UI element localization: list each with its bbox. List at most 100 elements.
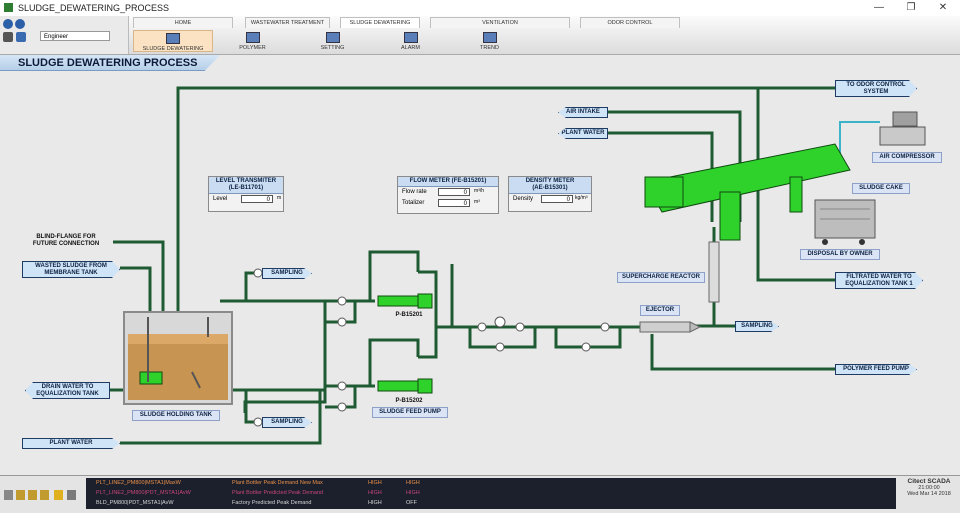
label-air-compressor: AIR COMPRESSOR [872,152,942,163]
pipe-sampling-bottom [244,390,260,424]
supercharge-reactor-vessel [708,241,720,303]
pipe-pump1-recirc [368,250,420,301]
alarm-list-icon[interactable] [40,490,49,500]
pipe-cross-2 [325,386,357,409]
tag-plant-water-bottom[interactable]: PLANT WATER [22,438,120,449]
alarm-state: HIGH [406,480,420,486]
density-meter-title: DENSITY METER (AE-B15301) [509,177,591,194]
pipe-pump1-discharge [418,270,452,329]
level-unit: m [277,195,282,201]
alarm-desc: Plant Bottler Peak Demand New Max [232,480,323,486]
user-icon[interactable] [16,32,26,42]
alarm-state: HIGH [406,490,420,496]
clock-panel: Citect SCADA 21:00:00 Wed Mar 14 2018 [900,478,958,509]
tag-plant-water-top[interactable]: PLANT WATER [558,128,608,139]
sludge-dewatering-icon [166,33,180,44]
pipe-pump2-recirc [368,338,420,386]
density-meter-panel: DENSITY METER (AE-B15301) Density 0 kg/m… [508,176,592,212]
tag-wasted-sludge[interactable]: WASTED SLUDGE FROM MEMBRANE TANK [22,261,120,278]
alarm-icon [403,32,418,43]
pipe-outlet-upper [220,299,327,413]
alarm-list: PLT_LINE2_PM800|MSTA1|MaxW Plant Bottler… [86,478,896,509]
tag-filtrated-water[interactable]: FILTRATED WATER TO EQUALIZATION TANK 1 [835,272,923,289]
user-select[interactable]: Engineer [40,31,110,41]
subtab-polymer[interactable]: POLYMER [225,30,280,52]
level-transmitter-title: LEVEL TRANSMITER (LE-B11701) [209,177,283,194]
subtab-trend[interactable]: TREND [462,30,517,52]
pipe-wasted-sludge [120,266,152,317]
alarm-silence-icon[interactable] [28,490,37,500]
restore-button[interactable]: ❐ [906,2,916,13]
tag-sampling-right[interactable]: SAMPLING [735,321,779,332]
warning-icon[interactable] [54,490,63,500]
pipe-blind-flange [113,240,165,317]
toolbar: Engineer HOME WASTEWATER TREATMENT SLUDG… [0,16,960,55]
label-sludge-feed-pump: SLUDGE FEED PUMP [372,407,448,418]
alarm-row[interactable]: PLT_LINE2_PM800|MSTA1|MaxW Plant Bottler… [92,479,872,488]
subtab-label: TREND [480,45,499,51]
tag-sampling-bottom[interactable]: SAMPLING [262,417,312,428]
alarm-tag: PLT_LINE2_PM800|MSTA1|MaxW [96,480,181,486]
air-compressor [879,111,926,146]
sludge-holding-tank [123,311,233,405]
flow-rate-value: 0 [438,188,470,196]
tag-drain-water[interactable]: DRAIN WATER TO EQUALIZATION TANK [25,382,110,399]
ejector [639,321,702,333]
cake-bin [814,199,876,245]
subtab-label: SETTING [320,45,345,51]
subtab-setting[interactable]: SETTING [305,30,360,52]
label-ejector: EJECTOR [640,305,680,316]
setting-icon [325,32,340,43]
window-title: SLUDGE_DEWATERING_PROCESS [18,3,170,13]
subtab-label: POLYMER [239,45,266,51]
navigation-panel: Engineer [0,16,129,54]
alarm-desc: Factory Predicted Peak Demand [232,500,312,506]
pipe-network [110,86,926,445]
flow-rate-label: Flow rate [402,189,427,195]
forward-icon[interactable] [15,19,25,29]
tab-ventilation[interactable]: VENTILATION [430,17,570,28]
subtab-sludge-dewatering[interactable]: SLUDGE DEWATERING [133,30,213,52]
alarm-desc: Plant Bottler Predicted Peak Demand [232,490,324,496]
flow-rate-unit: m³/h [474,188,484,194]
label-disposal: DISPOSAL BY OWNER [800,249,880,260]
tag-sampling-top[interactable]: SAMPLING [262,268,312,279]
alarm-priority: HIGH [368,480,382,486]
pump-p-b15202 [377,378,433,394]
page-title: SLUDGE DEWATERING PROCESS [0,55,220,71]
tab-sludge-dewatering[interactable]: SLUDGE DEWATERING [340,17,420,28]
pipe-polymer-feed [650,334,835,371]
tag-air-intake[interactable]: AIR INTAKE [558,107,608,118]
back-icon[interactable] [3,19,13,29]
alarm-ack-icon[interactable] [16,490,25,500]
alarm-tag: BLD_PM800|PDT_MSTA1|AvW [96,500,174,506]
level-label: Level [213,196,228,202]
tab-odor-control[interactable]: ODOR CONTROL [580,17,680,28]
label-pump-p-b15202: P-B15202 [395,398,423,404]
totalizer-label: Totalizer [402,200,425,206]
tag-polymer-feed-pump[interactable]: POLYMER FEED PUMP [835,364,917,375]
subtab-label: SLUDGE DEWATERING [142,46,204,52]
trend-icon [482,32,497,43]
alarm-row[interactable]: BLD_PM800|PDT_MSTA1|AvW Factory Predicte… [92,499,872,508]
settings-icon[interactable] [67,490,76,500]
close-button[interactable]: ✕ [938,2,948,13]
home-icon[interactable] [3,32,13,42]
date-label: Wed Mar 14 2018 [907,491,951,497]
density-label: Density [513,196,534,202]
subtab-alarm[interactable]: ALARM [383,30,438,52]
tab-home[interactable]: HOME [133,17,233,28]
label-blind-flange: BLIND-FLANGE FOR FUTURE CONNECTION [32,234,100,247]
flow-rate-row: Flow rate 0 m³/h [398,187,498,198]
minimize-button[interactable]: — [874,2,884,13]
tab-wastewater-treatment[interactable]: WASTEWATER TREATMENT [245,17,330,28]
alarm-row[interactable]: PLT_LINE2_PM800|PDT_MSTA1|AvW Plant Bott… [92,489,872,498]
tag-to-odor-control[interactable]: TO ODOR CONTROL SYSTEM [835,80,917,97]
label-sludge-cake: SLUDGE CAKE [852,183,910,194]
pump-p-b15201 [377,293,433,309]
window-title-bar: SLUDGE_DEWATERING_PROCESS — ❐ ✕ [0,0,960,16]
alarm-state: OFF [406,500,417,506]
lock-icon[interactable] [4,490,13,500]
app-icon [4,3,13,12]
level-row: Level 0 m [209,194,283,205]
